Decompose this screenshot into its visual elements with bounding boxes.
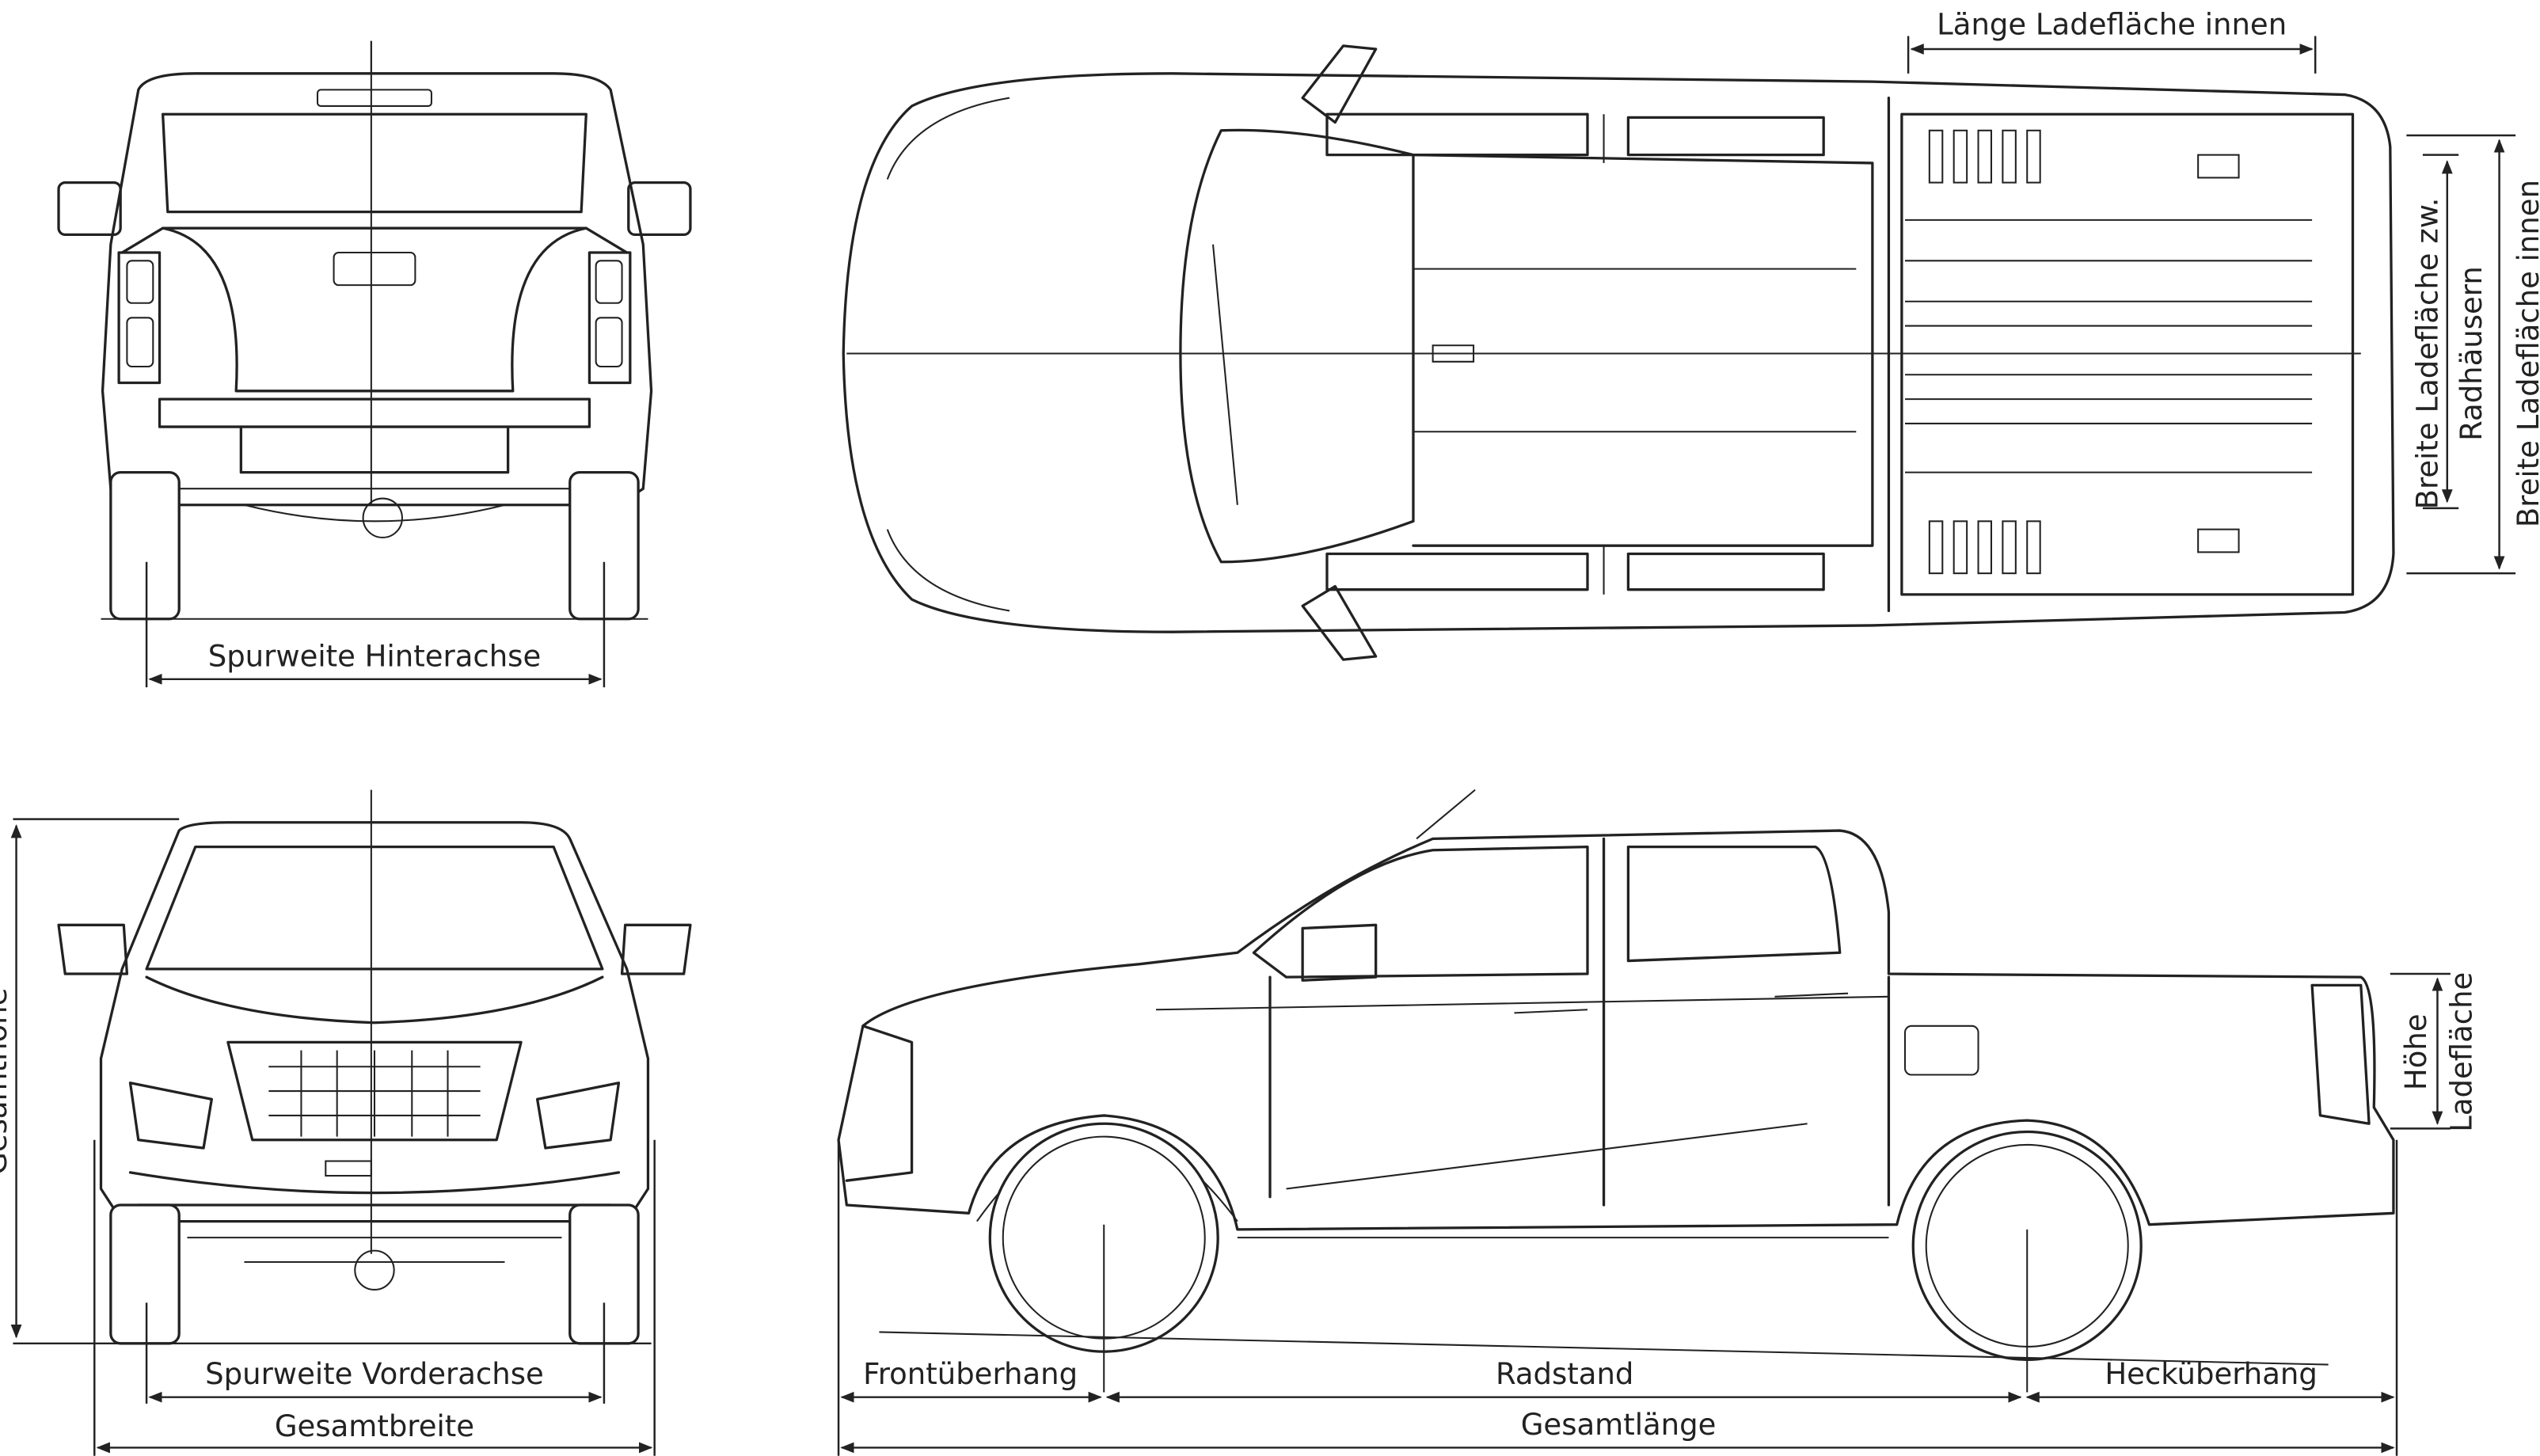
bed-height-label-1: Höhe [2399, 1013, 2433, 1090]
bed-wheelhouse-label-2: Radhäusern [2454, 266, 2489, 441]
overall-length-label: Gesamtlänge [1521, 1408, 1717, 1442]
top-view-drawing [842, 44, 2395, 661]
bed-height-label-2: Ladefläche [2445, 972, 2479, 1132]
overall-width-label: Gesamtbreite [275, 1409, 474, 1443]
rear-track-label: Spurweite Hinterachse [208, 639, 542, 673]
wheelbase-label: Radstand [1496, 1357, 1633, 1391]
bed-inner-width-label: Breite Ladefläche innen [2511, 180, 2540, 527]
front-view-drawing [57, 789, 692, 1345]
rear-overhang-label: Hecküberhang [2105, 1357, 2318, 1391]
bed-wheelhouse-label-1: Breite Ladefläche zw. [2410, 198, 2444, 510]
front-overhang-label: Frontüberhang [863, 1357, 1078, 1391]
bed-length-label: Länge Ladefläche innen [1937, 7, 2287, 41]
front-track-label: Spurweite Vorderachse [205, 1357, 544, 1391]
rear-view-drawing [57, 40, 692, 621]
overall-height-label: Gesamthöhe [0, 988, 13, 1175]
side-view-drawing [837, 789, 2395, 1393]
